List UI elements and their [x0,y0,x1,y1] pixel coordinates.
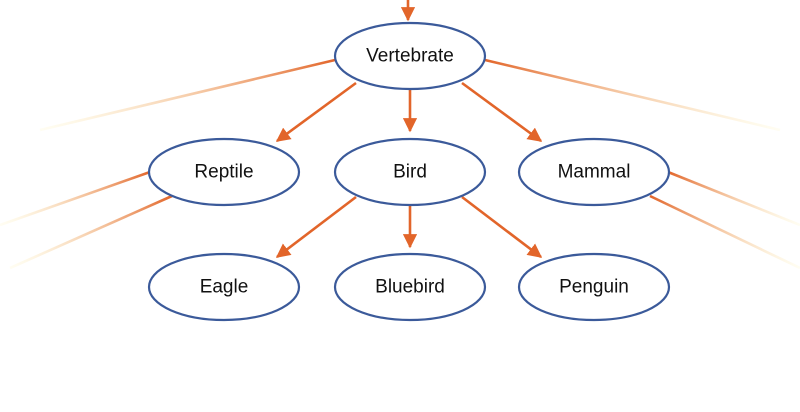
fade-line-reptile-left-lower [9,194,173,270]
edge-bird-eagle [275,195,357,259]
node-bird: Bird [333,137,487,207]
fade-line-vertebrate-right [484,58,781,132]
node-vertebrate: Vertebrate [333,21,487,91]
node-penguin-label: Penguin [559,277,629,298]
edge-bird-penguin [461,195,543,259]
node-reptile-label: Reptile [194,162,253,183]
fade-line-vertebrate-left [39,58,336,132]
node-mammal-label: Mammal [558,162,631,183]
node-reptile: Reptile [147,137,301,207]
node-mammal: Mammal [517,137,671,207]
node-vertebrate-label: Vertebrate [366,46,454,67]
node-bird-label: Bird [393,162,427,183]
fade-line-mammal-right-lower [649,194,800,270]
node-eagle: Eagle [147,252,301,322]
edge-vertebrate-mammal [461,81,543,143]
node-bluebird-label: Bluebird [375,277,445,298]
fade-line-reptile-left-upper [0,170,151,227]
fade-line-mammal-right-upper [667,170,800,227]
node-penguin: Penguin [517,252,671,322]
node-eagle-label: Eagle [200,277,249,298]
node-bluebird: Bluebird [333,252,487,322]
edge-vertebrate-reptile [275,81,357,143]
